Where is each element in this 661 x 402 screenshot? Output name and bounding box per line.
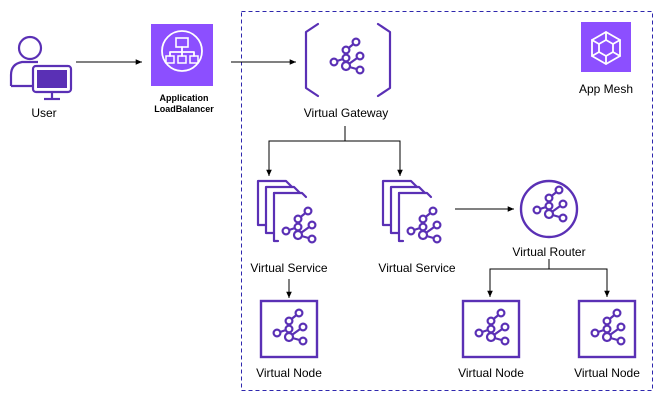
service-1-node: Virtual Service xyxy=(250,181,328,275)
service-1-label: Virtual Service xyxy=(250,261,327,275)
app-mesh-badge: App Mesh xyxy=(579,22,633,96)
edge-router-to-node-3 xyxy=(549,268,610,297)
virtual-gateway-icon xyxy=(304,22,392,98)
alb-label-line1: Application xyxy=(160,93,209,103)
edge-router-to-node-2 xyxy=(487,259,550,297)
user-node: User xyxy=(9,35,73,120)
node-1-label: Virtual Node xyxy=(256,366,322,380)
edge-gateway-to-service-1 xyxy=(266,126,346,176)
edge-gateway-to-service-2 xyxy=(345,140,403,176)
gateway-node: Virtual Gateway xyxy=(304,22,392,120)
app-mesh-label: App Mesh xyxy=(579,82,633,96)
app-mesh-icon xyxy=(581,22,631,72)
node-2-label: Virtual Node xyxy=(458,366,524,380)
router-node: Virtual Router xyxy=(512,179,586,259)
mesh-boundary xyxy=(241,11,653,391)
node-1-node: Virtual Node xyxy=(256,301,322,380)
application-load-balancer-icon xyxy=(151,24,213,86)
node-3-label: Virtual Node xyxy=(574,366,640,380)
virtual-service-icon xyxy=(383,181,440,242)
node-3-node: Virtual Node xyxy=(574,301,640,380)
node-2-node: Virtual Node xyxy=(458,301,524,380)
service-2-node: Virtual Service xyxy=(378,181,456,275)
service-2-label: Virtual Service xyxy=(378,261,455,275)
user-label: User xyxy=(31,106,56,120)
connectors xyxy=(76,59,610,298)
virtual-node-icon xyxy=(261,301,317,357)
virtual-node-icon xyxy=(463,301,519,357)
alb-label-line2: LoadBalancer xyxy=(154,104,214,114)
virtual-service-icon xyxy=(258,181,315,242)
virtual-node-icon xyxy=(579,301,635,357)
router-label: Virtual Router xyxy=(512,245,585,259)
gateway-label: Virtual Gateway xyxy=(304,106,389,120)
user-at-computer-icon xyxy=(9,35,73,101)
alb-node: Application LoadBalancer xyxy=(151,24,214,114)
virtual-router-icon xyxy=(519,179,579,239)
